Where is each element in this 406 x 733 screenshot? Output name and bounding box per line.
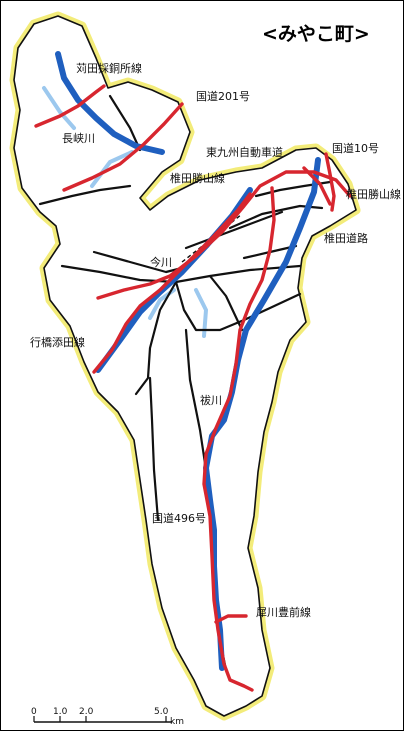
label-yukuhashi-soeda: 行橋添田線	[30, 335, 85, 349]
scale-tick-2: 2.0	[79, 707, 94, 717]
tributary-nagaokyo	[90, 150, 134, 188]
road-4	[208, 274, 244, 332]
kokudo-10-link	[302, 166, 332, 206]
label-shiida-doro: 椎田道路	[324, 231, 368, 245]
label-kokudo-10: 国道10号	[332, 141, 379, 155]
river-nagaokyo	[55, 51, 165, 155]
tributary-north	[42, 86, 76, 130]
scale-tick-5: 5.0	[154, 707, 169, 717]
scale-tick-0: 0	[31, 707, 37, 717]
map-labels: 苅田採銅所線 国道201号 長峡川 東九州自動車道 国道10号 椎田勝山線 椎田…	[30, 61, 401, 619]
map-title: <みやこ町>	[262, 23, 370, 45]
label-kokudo-496: 国道496号	[152, 511, 206, 525]
road-north	[108, 94, 142, 152]
scale-tick-1: 1.0	[53, 707, 68, 717]
label-shiida-katsuyama-east: 椎田勝山線	[346, 187, 401, 201]
yukuhashi-soeda-route	[92, 192, 252, 374]
kokudo-10-route	[324, 152, 336, 212]
karita-saido-route	[34, 84, 106, 128]
label-harai-river: 祓川	[200, 393, 222, 407]
label-expressway: 東九州自動車道	[206, 145, 283, 159]
label-imagawa: 今川	[150, 255, 172, 269]
kokudo-201-route	[62, 102, 184, 192]
scale-unit: km	[170, 717, 184, 727]
road-10	[148, 376, 160, 522]
scale-bar: 0 1.0 2.0 5.0 km	[31, 707, 184, 727]
road-west	[38, 184, 132, 206]
shiida-katsuyama-route	[96, 170, 352, 300]
label-shiida-katsuyama-west: 椎田勝山線	[170, 171, 225, 185]
label-karita-saido: 苅田採銅所線	[76, 61, 142, 75]
harai-route	[202, 186, 276, 692]
road-7	[184, 210, 284, 250]
label-saigawa-buzen: 犀川豊前線	[256, 605, 311, 619]
road-5	[134, 280, 178, 396]
tributary-south	[194, 288, 209, 338]
label-kokudo-201: 国道201号	[196, 89, 250, 103]
label-nagaokyo-river: 長峡川	[62, 131, 95, 145]
saigawa-buzen-route	[214, 614, 248, 624]
road-3	[174, 280, 302, 332]
main-routes	[34, 84, 352, 692]
